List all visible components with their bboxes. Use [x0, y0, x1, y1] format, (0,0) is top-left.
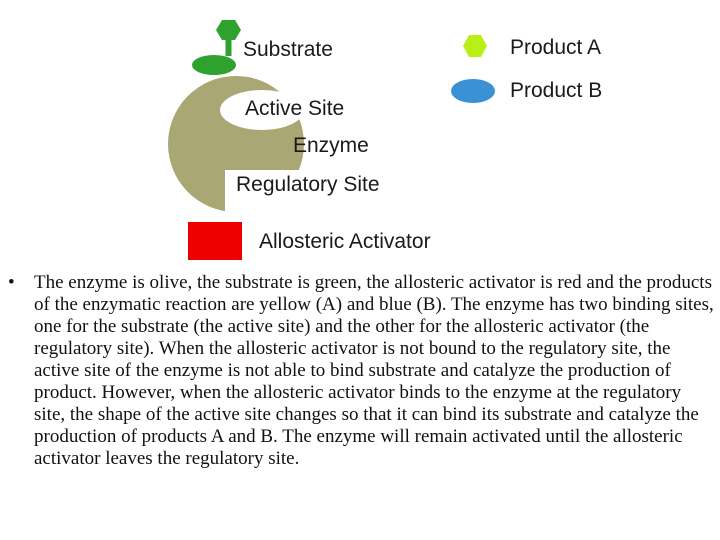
substrate-head	[216, 20, 241, 40]
caption: • The enzyme is olive, the substrate is …	[8, 272, 716, 470]
enzyme-label: Enzyme	[293, 134, 369, 157]
product-a-icon	[463, 35, 487, 57]
enzyme-icon	[168, 76, 315, 215]
substrate-base	[192, 55, 236, 75]
product-b-label: Product B	[510, 79, 603, 102]
legend-diagram	[168, 20, 495, 260]
regulatory-site-notch	[225, 170, 315, 215]
substrate-label: Substrate	[243, 38, 333, 61]
product-a-label: Product A	[510, 36, 602, 59]
product-b-icon	[451, 79, 495, 103]
substrate-stem	[225, 39, 232, 56]
caption-text: The enzyme is olive, the substrate is gr…	[34, 272, 714, 469]
allosteric-activator-label: Allosteric Activator	[259, 230, 431, 253]
allosteric-activator-swatch	[188, 222, 242, 260]
substrate-icon	[192, 20, 241, 75]
regulatory-site-label: Regulatory Site	[236, 173, 380, 196]
bullet-marker: •	[8, 272, 15, 293]
active-site-label: Active Site	[245, 97, 345, 120]
active-site-notch	[220, 90, 304, 130]
